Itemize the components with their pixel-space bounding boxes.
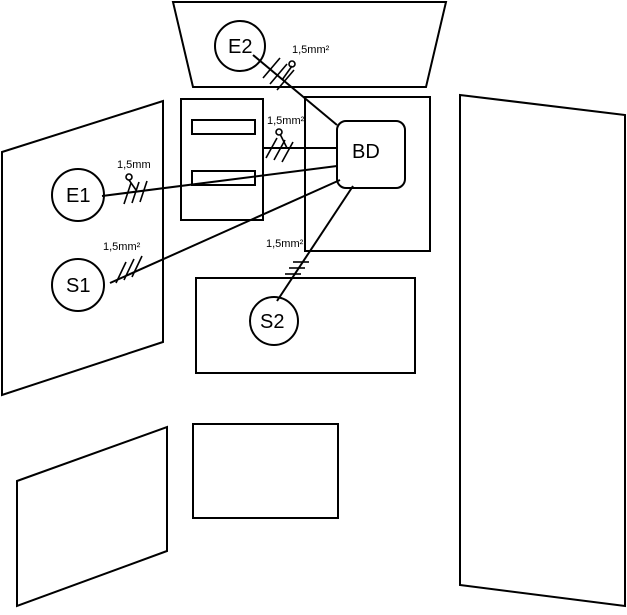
left-wall-panel xyxy=(1,99,164,397)
cable-ticks-top xyxy=(265,128,294,163)
distribution-box xyxy=(336,120,406,189)
floor-panel-left xyxy=(16,425,168,608)
bd-label: BD xyxy=(352,141,380,163)
cabinet-slot-bottom xyxy=(191,170,256,186)
wire-e2-bd xyxy=(252,54,338,126)
node-s2-label: S2 xyxy=(260,311,284,333)
node-s2-circle xyxy=(249,296,299,346)
wire-s2-bd xyxy=(276,185,354,302)
ceiling-panel xyxy=(171,1,448,88)
right-wall-panel xyxy=(459,93,626,608)
cable-label-top: 1,5mm² xyxy=(267,115,305,127)
cable-ticks-e1 xyxy=(123,173,148,205)
node-e1-label: E1 xyxy=(66,185,90,207)
cable-ticks-s2 xyxy=(285,261,309,275)
counter-box xyxy=(195,277,416,374)
cable-ticks-s1 xyxy=(115,255,143,284)
node-s1-circle xyxy=(51,258,105,312)
cabinet-slot-top xyxy=(191,119,256,135)
wire-s1-bd xyxy=(109,179,341,284)
cable-label-e1: 1,5mm xyxy=(117,159,151,171)
node-e2-circle xyxy=(214,20,266,72)
floor-box xyxy=(192,423,339,519)
node-s1-label: S1 xyxy=(66,275,90,297)
cabinet-right xyxy=(304,96,431,252)
cable-label-s2: 1,5mm² xyxy=(266,238,304,250)
cable-label-e2: 1,5mm² xyxy=(292,44,330,56)
cable-ticks-e2 xyxy=(262,57,296,91)
wire-e1-bd xyxy=(101,165,338,197)
node-e2-label: E2 xyxy=(228,36,252,58)
node-e1-circle xyxy=(51,168,105,222)
cable-label-s1: 1,5mm² xyxy=(103,241,141,253)
cabinet-left xyxy=(180,98,264,221)
